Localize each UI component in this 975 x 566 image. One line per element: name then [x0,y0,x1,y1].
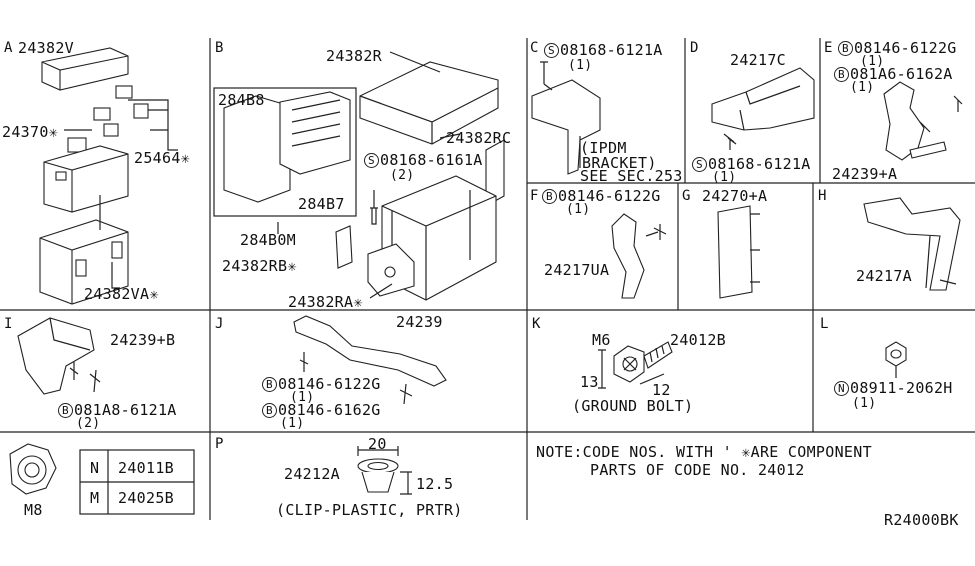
note-line-1: NOTE:CODE NOS. WITH ' ✳ARE COMPONENT [536,443,872,461]
bolt-qty: (2) [76,416,101,431]
bolt-qty: (1) [712,170,737,185]
thread-m6: M6 [592,331,611,349]
part-284b7: 284B7 [298,195,345,213]
section-letter-p: P [215,436,224,452]
section-p-clip [357,446,412,495]
part-25464: 25464✳ [134,149,190,167]
bolt-qty: (1) [860,54,885,69]
bolt-qty: (1) [280,416,305,431]
part-24239-a: 24239+A [832,165,898,183]
section-d-parts [711,67,815,150]
note-bracket: BRACKET) [582,154,657,172]
dim-20: 20 [368,435,387,453]
table-code-n: N [90,459,100,477]
part-24239-b: 24239+B [110,331,176,349]
note-ipdm: (IPDM [580,139,627,157]
part-24212a: 24212A [284,465,340,483]
dim-12-5: 12.5 [416,475,454,493]
bolt-qty: (1) [290,390,315,405]
section-c-parts [531,61,601,175]
section-letter-k: K [532,316,541,332]
part-24217c: 24217C [730,51,786,69]
m8-table-lines [79,449,195,515]
section-letter-j: J [215,316,224,332]
dim-12: 12 [652,381,671,399]
bolt-qty: (2) [390,168,415,183]
section-letter-a: A [4,40,13,56]
section-letter-g: G [682,188,691,204]
part-24382v: 24382V [18,39,74,57]
part-284b8: 284B8 [218,91,265,109]
part-24270-a: 24270+A [702,187,768,205]
note-see-sec: SEE SEC.253 [580,167,683,185]
part-24382rc: 24382RC [446,129,512,147]
ground-bolt-caption: (GROUND BOLT) [572,397,694,415]
section-letter-i: I [4,316,13,332]
part-24370: 24370✳ [2,123,58,141]
section-letter-b: B [215,40,224,56]
part-24382r: 24382R [326,47,382,65]
bolt-qty: (1) [850,80,875,95]
section-k-bolt [598,341,673,389]
section-letter-f: F [530,188,539,204]
section-letter-h: H [818,188,827,204]
section-g-parts [717,205,760,299]
section-i-parts [17,317,101,395]
table-code-m: M [90,489,100,507]
part-24382va: 24382VA✳ [84,285,159,303]
section-letter-c: C [530,40,539,56]
section-letter-l: L [820,316,829,332]
part-24012b: 24012B [670,331,726,349]
part-24239: 24239 [396,313,443,331]
part-24217a: 24217A [856,267,912,285]
section-e-parts [883,81,963,161]
note-line-2: PARTS OF CODE NO. 24012 [590,461,805,479]
bolt-qty: (1) [568,58,593,73]
section-a-parts [39,47,178,305]
table-part-24011b: 24011B [118,459,174,477]
section-j-parts [293,315,447,405]
nut-qty: (1) [852,396,877,411]
section-l-nut [885,341,907,378]
section-h-parts [863,197,961,291]
m8-label: M8 [24,501,43,519]
section-letter-d: D [690,40,699,56]
dim-13: 13 [580,373,599,391]
section-f-parts [611,213,667,299]
part-24217ua: 24217UA [544,261,610,279]
part-24382rb: 24382RB✳ [222,257,297,275]
grid-lines [0,38,975,520]
reference-code: R24000BK [884,511,959,529]
part-24382ra: 24382RA✳ [288,293,363,311]
section-b-parts [213,51,505,301]
table-part-24025b: 24025B [118,489,174,507]
bolt-qty: (1) [566,202,591,217]
part-284b0m: 284B0M [240,231,296,249]
section-letter-e: E [824,40,833,56]
m8-nut [9,443,57,495]
clip-caption: (CLIP-PLASTIC, PRTR) [276,501,463,519]
